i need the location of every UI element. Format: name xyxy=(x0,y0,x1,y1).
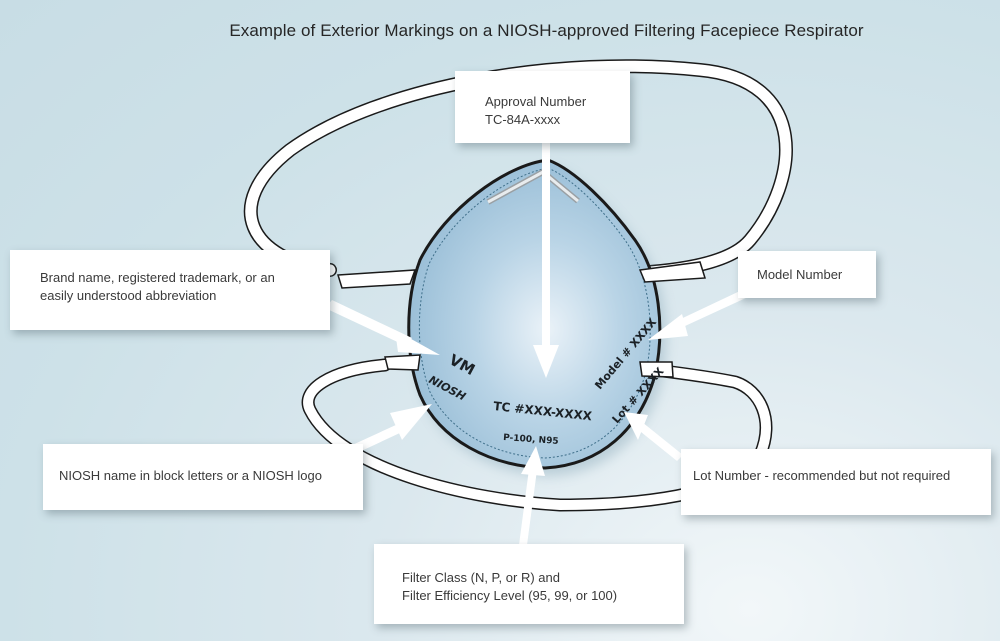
callout-model-number: Model Number xyxy=(738,251,876,298)
strap-tab-bottom-left xyxy=(384,354,421,371)
strap-tab-top-left xyxy=(337,269,417,289)
diagram-title: Example of Exterior Markings on a NIOSH-… xyxy=(229,21,864,40)
callout-brand-name: Brand name, registered trademark, or an … xyxy=(10,250,330,330)
mask-filter-mark: P-100, N95 xyxy=(503,433,559,447)
callout-lot-number: Lot Number - recommended but not require… xyxy=(681,449,991,515)
arrow-lot xyxy=(624,412,683,461)
mask-seam xyxy=(418,167,651,459)
callout-filter-line1: Filter Class (N, P, or R) and xyxy=(402,570,560,585)
callout-model-line1: Model Number xyxy=(757,267,843,282)
callout-brand-line1: Brand name, registered trademark, or an xyxy=(40,270,275,285)
arrow-approval xyxy=(533,140,559,378)
callout-approval-number: Approval Number TC-84A-xxxx xyxy=(455,71,630,143)
callout-niosh-line1: NIOSH name in block letters or a NIOSH l… xyxy=(59,468,322,483)
callout-approval-line1: Approval Number xyxy=(485,94,587,109)
strap-tab-top-right xyxy=(638,261,706,283)
callout-approval-line2: TC-84A-xxxx xyxy=(485,112,561,127)
arrow-model xyxy=(648,290,748,340)
mask-body xyxy=(407,158,662,470)
callout-filter-class: Filter Class (N, P, or R) and Filter Eff… xyxy=(374,544,684,624)
arrow-filter xyxy=(519,446,545,545)
callout-brand-line2: easily understood abbreviation xyxy=(40,288,217,303)
strap-tab-bottom-right xyxy=(639,361,674,378)
callout-niosh-logo: NIOSH name in block letters or a NIOSH l… xyxy=(43,444,363,510)
callout-filter-line2: Filter Efficiency Level (95, 99, or 100) xyxy=(402,588,618,603)
callout-lot-line1: Lot Number - recommended but not require… xyxy=(693,468,951,483)
arrow-brand xyxy=(325,300,440,355)
